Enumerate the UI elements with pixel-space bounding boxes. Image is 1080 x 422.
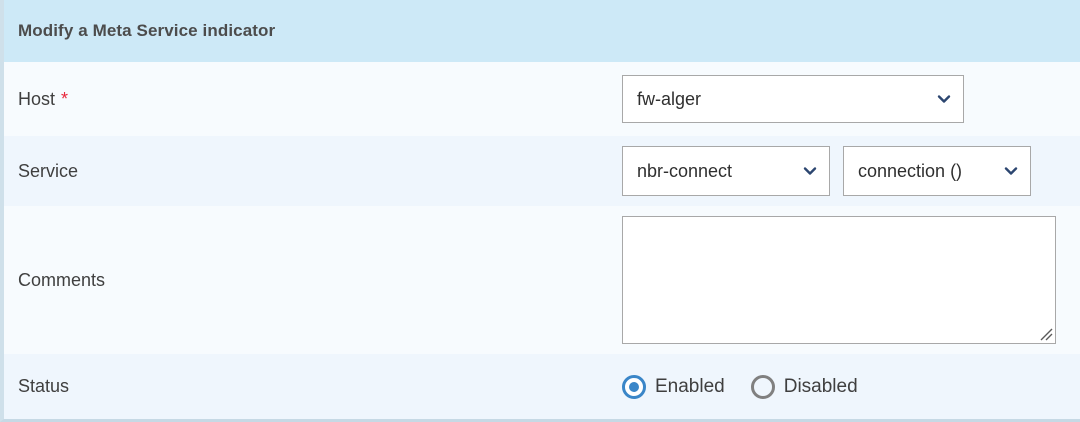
status-control-cell: Enabled Disabled bbox=[622, 374, 1070, 399]
radio-unselected-icon[interactable] bbox=[750, 374, 775, 399]
status-radio-group: Enabled Disabled bbox=[622, 374, 884, 399]
status-option-enabled-label: Enabled bbox=[655, 375, 725, 397]
status-option-disabled[interactable]: Disabled bbox=[750, 374, 858, 399]
form-row-service: Service nbr-connect connection () bbox=[4, 136, 1080, 206]
status-option-disabled-label: Disabled bbox=[783, 375, 858, 397]
service-label: Service bbox=[18, 160, 79, 181]
metric-select-value: connection () bbox=[858, 160, 963, 181]
status-label-cell: Status bbox=[18, 376, 622, 397]
service-select-value: nbr-connect bbox=[637, 160, 733, 181]
host-label: Host bbox=[18, 88, 56, 109]
status-label: Status bbox=[18, 376, 70, 396]
form-row-host: Host * fw-alger bbox=[4, 62, 1080, 136]
chevron-down-icon bbox=[1004, 164, 1018, 178]
host-select-value: fw-alger bbox=[637, 88, 702, 109]
comments-label: Comments bbox=[18, 269, 106, 290]
radio-selected-icon[interactable] bbox=[622, 374, 646, 399]
host-select[interactable]: fw-alger bbox=[622, 75, 964, 123]
service-control-cell: nbr-connect connection () bbox=[622, 146, 1070, 196]
comments-input[interactable] bbox=[623, 217, 1055, 343]
comments-textarea-wrapper[interactable] bbox=[622, 216, 1056, 344]
chevron-down-icon bbox=[803, 164, 817, 178]
status-option-enabled[interactable]: Enabled bbox=[622, 374, 725, 399]
form-row-status: Status Enabled Disabled bbox=[4, 354, 1080, 419]
page-title: Modify a Meta Service indicator bbox=[18, 21, 276, 40]
host-control-cell: fw-alger bbox=[622, 75, 1070, 123]
service-label-cell: Service bbox=[18, 161, 622, 182]
service-select[interactable]: nbr-connect bbox=[622, 146, 830, 196]
form-row-comments: Comments bbox=[4, 206, 1080, 354]
chevron-down-icon bbox=[937, 92, 951, 106]
metric-select[interactable]: connection () bbox=[843, 146, 1031, 196]
comments-control-cell bbox=[622, 216, 1070, 344]
comments-label-cell: Comments bbox=[18, 270, 622, 291]
host-label-cell: Host * bbox=[18, 89, 622, 110]
required-asterisk-icon: * bbox=[61, 89, 69, 109]
panel-header: Modify a Meta Service indicator bbox=[4, 0, 1080, 62]
